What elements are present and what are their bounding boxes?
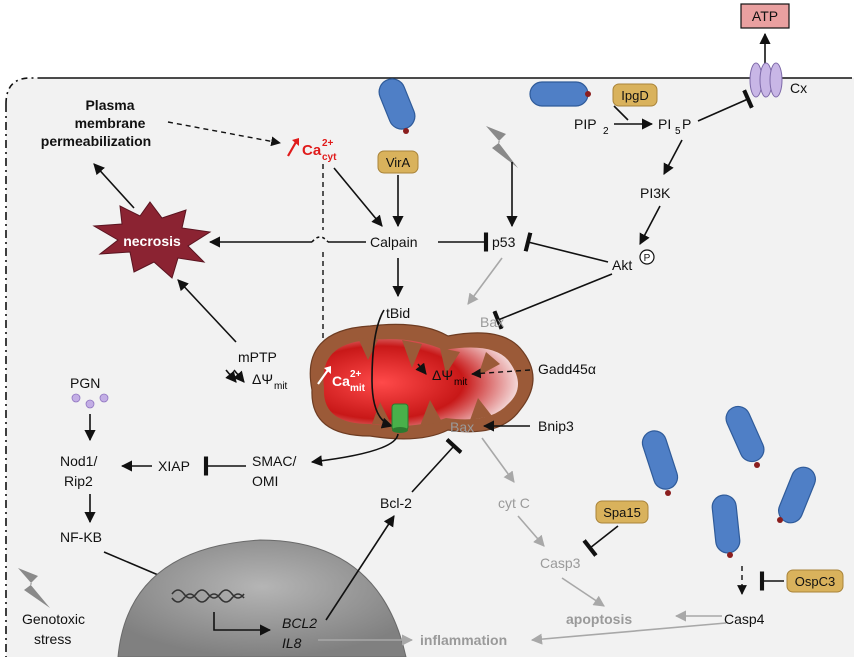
ospc3-tag: OspC3 xyxy=(786,569,844,593)
ca-cyt-label: Ca xyxy=(302,142,322,159)
svg-text:mit: mit xyxy=(274,381,288,392)
bacterium-casp4-top xyxy=(725,405,765,468)
svg-text:5: 5 xyxy=(675,126,681,137)
genotoxic-label-2: stress xyxy=(34,631,71,647)
ipgd-tag: IpgD xyxy=(612,83,658,107)
gene-bcl2-label: BCL2 xyxy=(282,615,317,631)
mptp-label: mPTP xyxy=(238,349,277,365)
calcium-cytosolic: Ca 2+ cyt xyxy=(287,138,337,163)
p53-label: p53 xyxy=(492,234,516,250)
ca-cyt-sup: 2+ xyxy=(322,138,334,149)
gene-il8-label: IL8 xyxy=(282,635,302,651)
svg-text:VirA: VirA xyxy=(386,155,411,170)
nod1-label-2: Rip2 xyxy=(64,473,93,489)
svg-text:mit: mit xyxy=(350,383,366,394)
pi3k-label: PI3K xyxy=(640,185,671,201)
nucleus xyxy=(117,539,407,657)
svg-text:ΔΨ: ΔΨ xyxy=(432,367,453,383)
pi5p-label: PI xyxy=(658,116,671,132)
svg-text:OspC3: OspC3 xyxy=(795,574,835,589)
bacterium-vira xyxy=(378,78,416,134)
svg-text:IpgD: IpgD xyxy=(621,88,648,103)
vira-tag: VirA xyxy=(377,150,419,174)
mito-pore-icon xyxy=(391,403,409,433)
mitochondrion xyxy=(309,323,534,440)
dpsi-mid: ΔΨ mit xyxy=(415,362,468,388)
svg-text:2+: 2+ xyxy=(350,369,362,380)
bax-mid-label: Bax xyxy=(450,419,474,435)
bacterium-casp4-right xyxy=(777,466,816,524)
bacterium-ipgd xyxy=(529,81,591,107)
casp3-label: Casp3 xyxy=(540,555,581,571)
nod1-label-1: Nod1/ xyxy=(60,453,97,469)
tbid-label: tBid xyxy=(386,305,410,321)
dna-helix-icon xyxy=(171,589,245,603)
svg-text:P: P xyxy=(682,116,691,132)
bacterium-casp4-left xyxy=(711,494,741,558)
ca-cyt-sub: cyt xyxy=(322,152,337,163)
bnip3-label: Bnip3 xyxy=(538,418,574,434)
cytc-label: cyt C xyxy=(498,495,530,511)
bcl2-label: Bcl-2 xyxy=(380,495,412,511)
smac-label-1: SMAC/ xyxy=(252,453,296,469)
double-down-arrows-icon xyxy=(225,369,245,383)
plasma-label-2: membrane xyxy=(75,115,146,131)
dpsi-left-label: ΔΨ xyxy=(252,371,273,387)
smac-label-2: OMI xyxy=(252,473,278,489)
connexin-channel-icon xyxy=(749,62,783,98)
spa15-tag: Spa15 xyxy=(595,500,649,524)
atp-label: ATP xyxy=(752,8,778,24)
phosphate-badge: P xyxy=(639,249,655,265)
bax-top-label: Bax xyxy=(480,314,504,330)
apoptosis-label: apoptosis xyxy=(566,611,632,627)
atp-box: ATP xyxy=(740,3,790,29)
pgn-label: PGN xyxy=(70,375,100,391)
svg-text:P: P xyxy=(644,253,651,264)
necrosis-burst xyxy=(92,201,212,279)
genotoxic-label-1: Genotoxic xyxy=(22,611,85,627)
inflammation-label: inflammation xyxy=(420,632,507,648)
calcium-mitochondrial: Ca 2+ mit xyxy=(317,366,366,394)
lightning-icon-p53 xyxy=(486,126,518,168)
xiap-label: XIAP xyxy=(158,458,190,474)
lightning-icon-genotoxic xyxy=(18,568,50,608)
bacterium-spa15 xyxy=(641,430,679,496)
pip2-label: PIP xyxy=(574,116,597,132)
necrosis-label: necrosis xyxy=(123,233,181,249)
calpain-label: Calpain xyxy=(370,234,417,250)
plasma-label-1: Plasma xyxy=(85,97,134,113)
akt-label: Akt xyxy=(612,257,632,273)
svg-text:Spa15: Spa15 xyxy=(603,505,641,520)
casp4-label: Casp4 xyxy=(724,611,765,627)
plasma-label-3: permeabilization xyxy=(41,133,151,149)
svg-text:mit: mit xyxy=(454,377,468,388)
nfkb-label: NF-KB xyxy=(60,529,102,545)
pgn-particles-icon xyxy=(71,393,109,409)
svg-text:2: 2 xyxy=(603,126,609,137)
gadd45-label: Gadd45α xyxy=(538,361,596,377)
cx-label: Cx xyxy=(790,80,807,96)
svg-text:Ca: Ca xyxy=(332,373,350,389)
